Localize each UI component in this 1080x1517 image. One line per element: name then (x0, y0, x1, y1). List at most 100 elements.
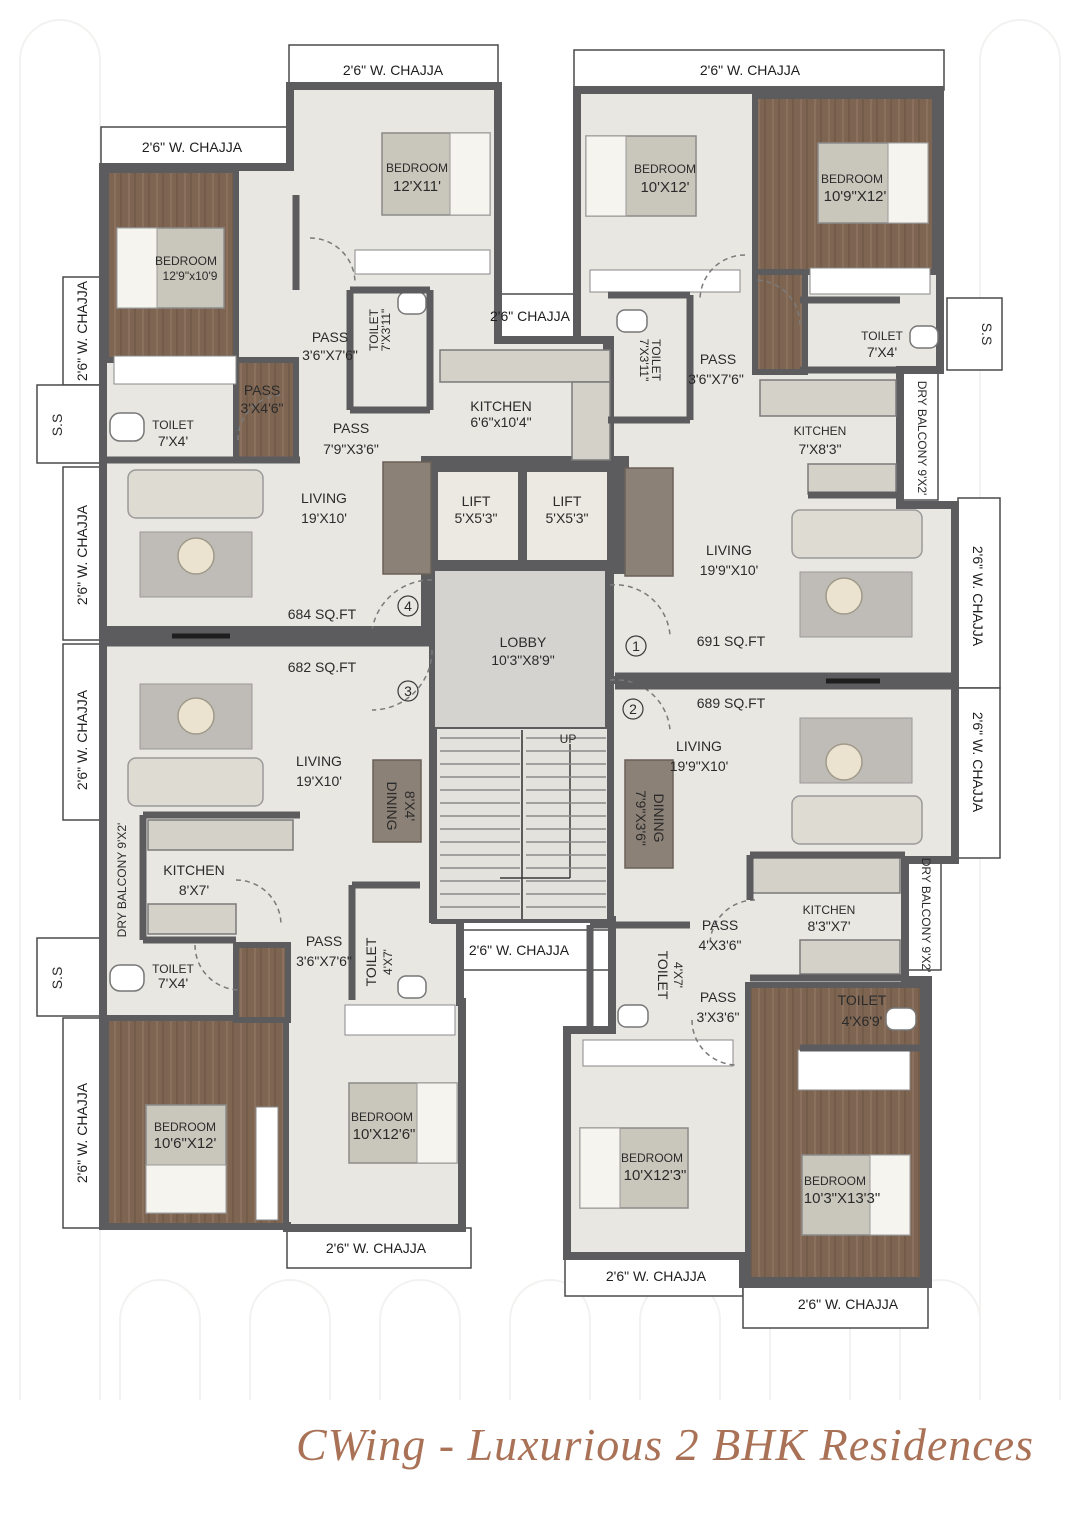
pass-tl1-name: PASS (312, 329, 348, 345)
kitchen-1-size: 7'X8'3" (798, 441, 841, 457)
unit-3-number: 3 (404, 683, 412, 699)
bedroom-bl1-name: BEDROOM (154, 1120, 216, 1134)
dining-2-size: 7'9"X3'6" (633, 790, 649, 846)
unit-dividers (172, 633, 880, 684)
kitchen-4-size: 6'6"x10'4" (470, 414, 531, 430)
unit-number-markers: 4 1 3 2 (397, 595, 647, 720)
dry-balcony-2: DRY BALCONY 9'X2' (919, 858, 933, 973)
bed-pillows (116, 132, 929, 1236)
chajja-label-left-4: 2'6" W. CHAJJA (74, 1082, 90, 1183)
pass-br1-name: PASS (702, 917, 738, 933)
ss-label-bl: S.S (49, 967, 65, 990)
chajja-label-bottom-left: 2'6" W. CHAJJA (326, 1240, 427, 1256)
kitchen-1-name: KITCHEN (794, 424, 847, 438)
pass-tl1-size: 3'6"X7'6" (302, 347, 358, 363)
coffee-tables (177, 537, 863, 781)
lift-b-size: 5'X5'3" (545, 510, 588, 526)
unit-4-number: 4 (404, 598, 412, 614)
ss-label-tl: S.S (49, 414, 65, 437)
pass-br2-size: 3'X3'6" (696, 1009, 739, 1025)
living-3-size: 19'X10' (296, 773, 342, 789)
living-1-size: 19'9"X10' (700, 562, 759, 578)
living-4-size: 19'X10' (301, 510, 347, 526)
chajja-label-left-1: 2'6" W. CHAJJA (74, 280, 90, 381)
plan-caption: CWing - Luxurious 2 BHK Residences (296, 1419, 1034, 1470)
toilet-tl2: TOILET (367, 308, 381, 350)
unit-4-area: 684 SQ.FT (288, 606, 357, 622)
chajja-label-bottom-mid: 2'6" W. CHAJJA (606, 1268, 707, 1284)
stair-up-label: UP (560, 732, 577, 746)
lift-a-name: LIFT (462, 493, 491, 509)
background-arches (19, 19, 1061, 1400)
pass-br1-size: 4'X3'6" (698, 937, 741, 953)
chajja-label-top-left: 2'6" W. CHAJJA (142, 139, 243, 155)
toilet-tl-size: 7'X4' (158, 433, 188, 449)
kitchen-counters (147, 349, 901, 975)
toilet-fixtures (109, 291, 939, 1031)
toilet-bl1-name: TOILET (152, 962, 194, 976)
chajja-label-center-bottom: 2'6" W. CHAJJA (469, 942, 570, 958)
toilet-tr2-size: 7'X4' (867, 344, 897, 360)
chajja-label-right-2: 2'6" W. CHAJJA (970, 712, 986, 813)
pass-tl2-size: 3'X4'6" (240, 400, 283, 416)
toilet-tr1-size: 7'X3'11" (637, 339, 651, 382)
pass-tl3-name: PASS (333, 420, 369, 436)
kitchen-4-name: KITCHEN (470, 398, 531, 414)
toilet-br1-name: TOILET (655, 951, 671, 1000)
living-3-name: LIVING (296, 753, 342, 769)
chajja-label-bottom-right: 2'6" W. CHAJJA (798, 1296, 899, 1312)
chajja-label-top-right: 2'6" W. CHAJJA (700, 62, 801, 78)
living-2-size: 19'9"X10' (670, 758, 729, 774)
unit-3-area: 682 SQ.FT (288, 659, 357, 675)
bedroom-bl2-name: BEDROOM (351, 1110, 413, 1124)
dry-balcony-labels: DRY BALCONY 9'X2' DRY BALCONY 9'X2' DRY … (115, 381, 933, 973)
dining-2-name: DINING (651, 794, 667, 843)
kitchen-2-name: KITCHEN (803, 903, 856, 917)
chajja-label-left-3: 2'6" W. CHAJJA (74, 689, 90, 790)
unit-2-area: 689 SQ.FT (697, 695, 766, 711)
unit-1-number: 1 (632, 638, 640, 654)
lift-a-size: 5'X5'3" (454, 510, 497, 526)
bedroom-tl2-size: 12'X11' (393, 178, 441, 195)
bedroom-tl-name: BEDROOM (155, 254, 217, 268)
chajja-label-center: 2'6" CHAJJA (490, 308, 571, 324)
ss-label-tr: S.S (979, 323, 995, 346)
pass-tr-size: 3'6"X7'6" (688, 371, 744, 387)
toilet-tr1: TOILET (649, 339, 663, 381)
bedroom-tl-size: 12'9"x10'9 (163, 269, 218, 283)
living-1-name: LIVING (706, 542, 752, 558)
lobby-name: LOBBY (500, 634, 547, 650)
ss-labels: S.S S.S S.S (49, 323, 995, 990)
pass-tl2-name: PASS (244, 382, 280, 398)
bedroom-br2-name: BEDROOM (804, 1174, 866, 1188)
pass-bl1-size: 3'6"X7'6" (296, 953, 352, 969)
core (425, 460, 625, 923)
stair-treads (440, 737, 606, 908)
bedroom-tl2-name: BEDROOM (386, 161, 448, 175)
pass-tr-name: PASS (700, 351, 736, 367)
lobby-size: 10'3"X8'9" (491, 652, 555, 668)
lift-b-name: LIFT (553, 493, 582, 509)
kitchen-3-size: 8'X7' (179, 882, 209, 898)
dining-3-size: 8'X4' (402, 791, 418, 821)
unit-areas: 684 SQ.FT 691 SQ.FT 682 SQ.FT 689 SQ.FT (288, 606, 766, 711)
dining-3-name: DINING (384, 782, 400, 831)
beds (116, 132, 929, 1236)
bedroom-tr2-size: 10'9"X12' (824, 188, 887, 205)
toilet-tl2-size: 7'X3'11" (379, 309, 393, 352)
bedroom-tr1-name: BEDROOM (634, 162, 696, 176)
bedroom-br1-size: 10'X12'3" (624, 1167, 687, 1184)
chajja-label-right-1: 2'6" W. CHAJJA (970, 546, 986, 647)
bedroom-tr1-size: 10'X12' (640, 179, 689, 196)
unit-2-number: 2 (629, 701, 637, 717)
toilet-bl2-name: TOILET (363, 937, 379, 986)
toilet-tl-name: TOILET (152, 418, 194, 432)
kitchen-2-size: 8'3"X7' (807, 918, 850, 934)
bedroom-tr2-name: BEDROOM (821, 172, 883, 186)
bedroom-br2-size: 10'3"X13'3" (804, 1190, 880, 1207)
bedroom-br1-name: BEDROOM (621, 1151, 683, 1165)
bedroom-bl1-size: 10'6"X12' (154, 1135, 217, 1152)
kitchen-3-name: KITCHEN (163, 862, 224, 878)
chajja-label-left-2: 2'6" W. CHAJJA (74, 504, 90, 605)
toilet-br2-name: TOILET (838, 992, 887, 1008)
